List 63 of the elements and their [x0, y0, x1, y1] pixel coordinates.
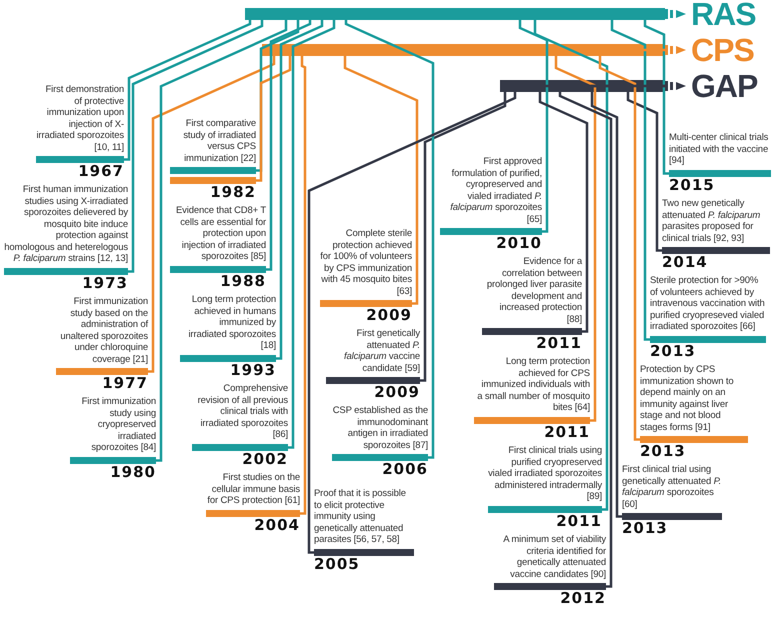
event-description: First genetically attenuated P. falciparum vaccine candidate [59]: [343, 328, 420, 374]
event-description: CSP established as the immunodominant antigen in irradiated sporozoites [87]: [332, 405, 428, 451]
event-description: Two new genetically attenuated P. falciparum parasites proposed for clinical trials [92, 93]: [662, 198, 762, 244]
year-label: 2011: [555, 512, 602, 530]
year-label: 1980: [109, 464, 156, 480]
timeline-event: [192, 383, 288, 468]
year-label: 2015: [669, 176, 716, 194]
event-description: First clinical trial using genetically attenuated P. falciparum sporozoites [60]: [622, 464, 722, 510]
event-description: Proof that it is possible to elicit protective immunity using genetically attenuated parasites [56, 57, 58]: [314, 488, 407, 546]
event-description: First clinical trials using purified cryopreserved vialed irradiated sporozoites administered intradermally [89]: [488, 445, 602, 502]
event-description: Evidence for a correlation between prolonged liver parasite development and increased protection [88]: [486, 256, 582, 325]
event-description: Multi-center clinical trials initiated with the vaccine [94]: [669, 132, 770, 166]
year-label: 2014: [662, 254, 709, 271]
year-label: 2009: [365, 307, 412, 324]
timeline-event: [314, 488, 414, 572]
year-label: 2009: [373, 384, 420, 401]
timeline-event: [70, 396, 156, 480]
event-description: Comprehensive revision of all previous clinical trials with irradiated sporozoites [86]: [196, 383, 288, 440]
event-description: First comparative study of irradiated versus CPS immunization [22]: [182, 118, 256, 164]
event-description: Evidence that CD8+ T cells are essential for protection upon injection of irradiated sporozoites [85]: [174, 205, 266, 262]
event-description: First demonstration of protective immunization upon injection of X-irradiated sporozoites [10, 11]: [36, 84, 124, 153]
event-description: A minimum set of viability criteria identified for genetically attenuated vaccine candidates [90]: [502, 534, 606, 580]
timeline-event: [170, 205, 266, 290]
event-description: First studies on the cellular immune basis for CPS protection [61]: [206, 472, 300, 506]
year-label: 2004: [253, 516, 300, 534]
year-label: 1982: [209, 184, 256, 201]
timeline-event: [488, 445, 602, 530]
year-label: 2013: [622, 520, 669, 537]
year-label: 1977: [101, 375, 148, 392]
year-label: 1967: [77, 163, 124, 180]
connector-line: [598, 48, 665, 441]
year-label: 2010: [495, 235, 542, 252]
timeline-event: [180, 294, 276, 378]
event-description: Protection by CPS immunization shown to depend mainly on an immunity against liver stage and not blood stages forms [91]: [640, 364, 734, 433]
track-label: RAS: [691, 0, 756, 30]
year-label: 1993: [229, 362, 276, 378]
year-label: 2005: [314, 556, 361, 572]
timeline-event: [650, 275, 766, 360]
connector-line: [626, 84, 665, 252]
year-label: 2013: [640, 443, 687, 460]
connector-line: [590, 84, 665, 518]
year-label: 1973: [81, 274, 128, 292]
event-description: Long term protection achieved for CPS immunized individuals with a small number of mosquito bites [64]: [476, 356, 590, 414]
event-description: Long term protection achieved in humans immunized by irradiated sporozoites [18]: [187, 294, 276, 352]
event-description: First immunization study based on the administration of unaltered sporozoites under chloroquine coverage [21]: [59, 296, 148, 365]
year-label: 2011: [543, 424, 590, 440]
year-label: 2011: [535, 335, 582, 352]
year-label: 1988: [219, 272, 266, 290]
event-description: Sterile protection for >90% of volunteers achieved by intravenous vaccination with purified cryopreseved vialed irradiated sporozoites [66]: [650, 275, 766, 332]
timeline-event: [474, 356, 590, 440]
year-label: 2012: [559, 590, 606, 607]
track-label: GAP: [691, 70, 758, 102]
event-description: Complete sterile protection achieved for 100% of volunteers by CPS immunization with 45 mosquito bites [63]: [320, 228, 412, 297]
timeline-event: [669, 132, 771, 194]
track-label: CPS: [691, 34, 754, 66]
event-description: First immunization study using cryopreserved irradiated sporozoites [84]: [80, 396, 156, 454]
event-description: First approved formulation of purified, cyropreserved and vialed irradiated P. falciparum sporozoites [65]: [449, 156, 542, 225]
year-label: 2002: [241, 450, 288, 468]
timeline-event: [4, 184, 128, 292]
year-label: 2013: [650, 342, 697, 360]
year-label: 2006: [381, 461, 428, 478]
event-description: First human immunization studies using X-irradiated sporozoites delievered by mosquito bite induce protection against homologous and heterelogous P. falciparum strains [12, 13]: [4, 184, 128, 264]
timeline-event: [206, 472, 300, 534]
